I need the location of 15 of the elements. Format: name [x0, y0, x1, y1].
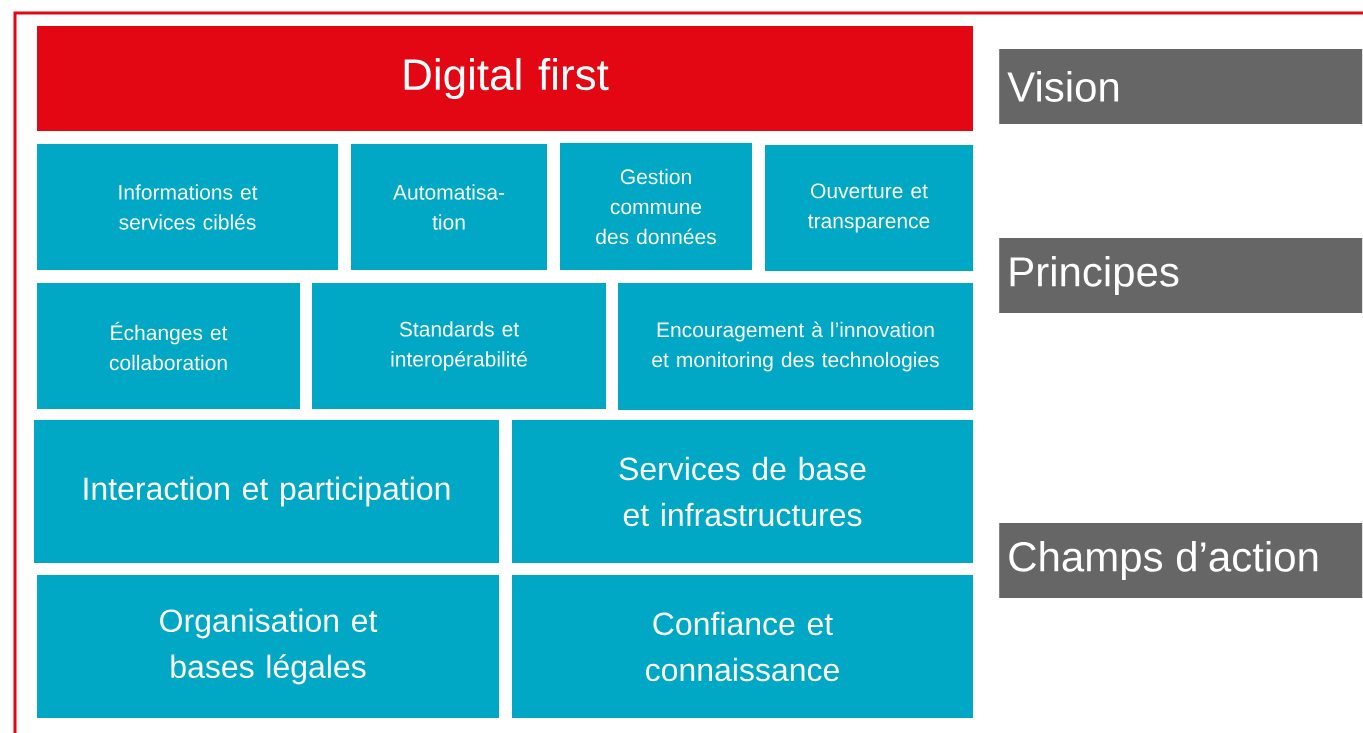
principle-box: Gestion commune des données	[560, 143, 752, 270]
row-label: Vision	[999, 49, 1363, 124]
principle-box: Ouverture et transparence	[765, 145, 973, 271]
action-field-box: Interaction et participation	[34, 420, 499, 563]
action-field-box: Organisation et bases légales	[37, 575, 499, 718]
principle-box: Informations et services ciblés	[37, 144, 338, 270]
principle-box: Encouragement à l’innovation et monitoring des technologies	[618, 283, 973, 410]
principle-box: Automatisa- tion	[351, 144, 547, 270]
row-label: Champs d’action	[999, 523, 1363, 598]
row-label: Principes	[999, 238, 1363, 313]
action-field-box: Services de base et infrastructures	[512, 420, 973, 563]
principle-box: Standards et interopérabilité	[312, 283, 606, 409]
vision-banner: Digital first	[37, 26, 973, 131]
action-field-box: Confiance et connaissance	[512, 575, 973, 718]
principle-box: Échanges et collaboration	[37, 283, 300, 409]
